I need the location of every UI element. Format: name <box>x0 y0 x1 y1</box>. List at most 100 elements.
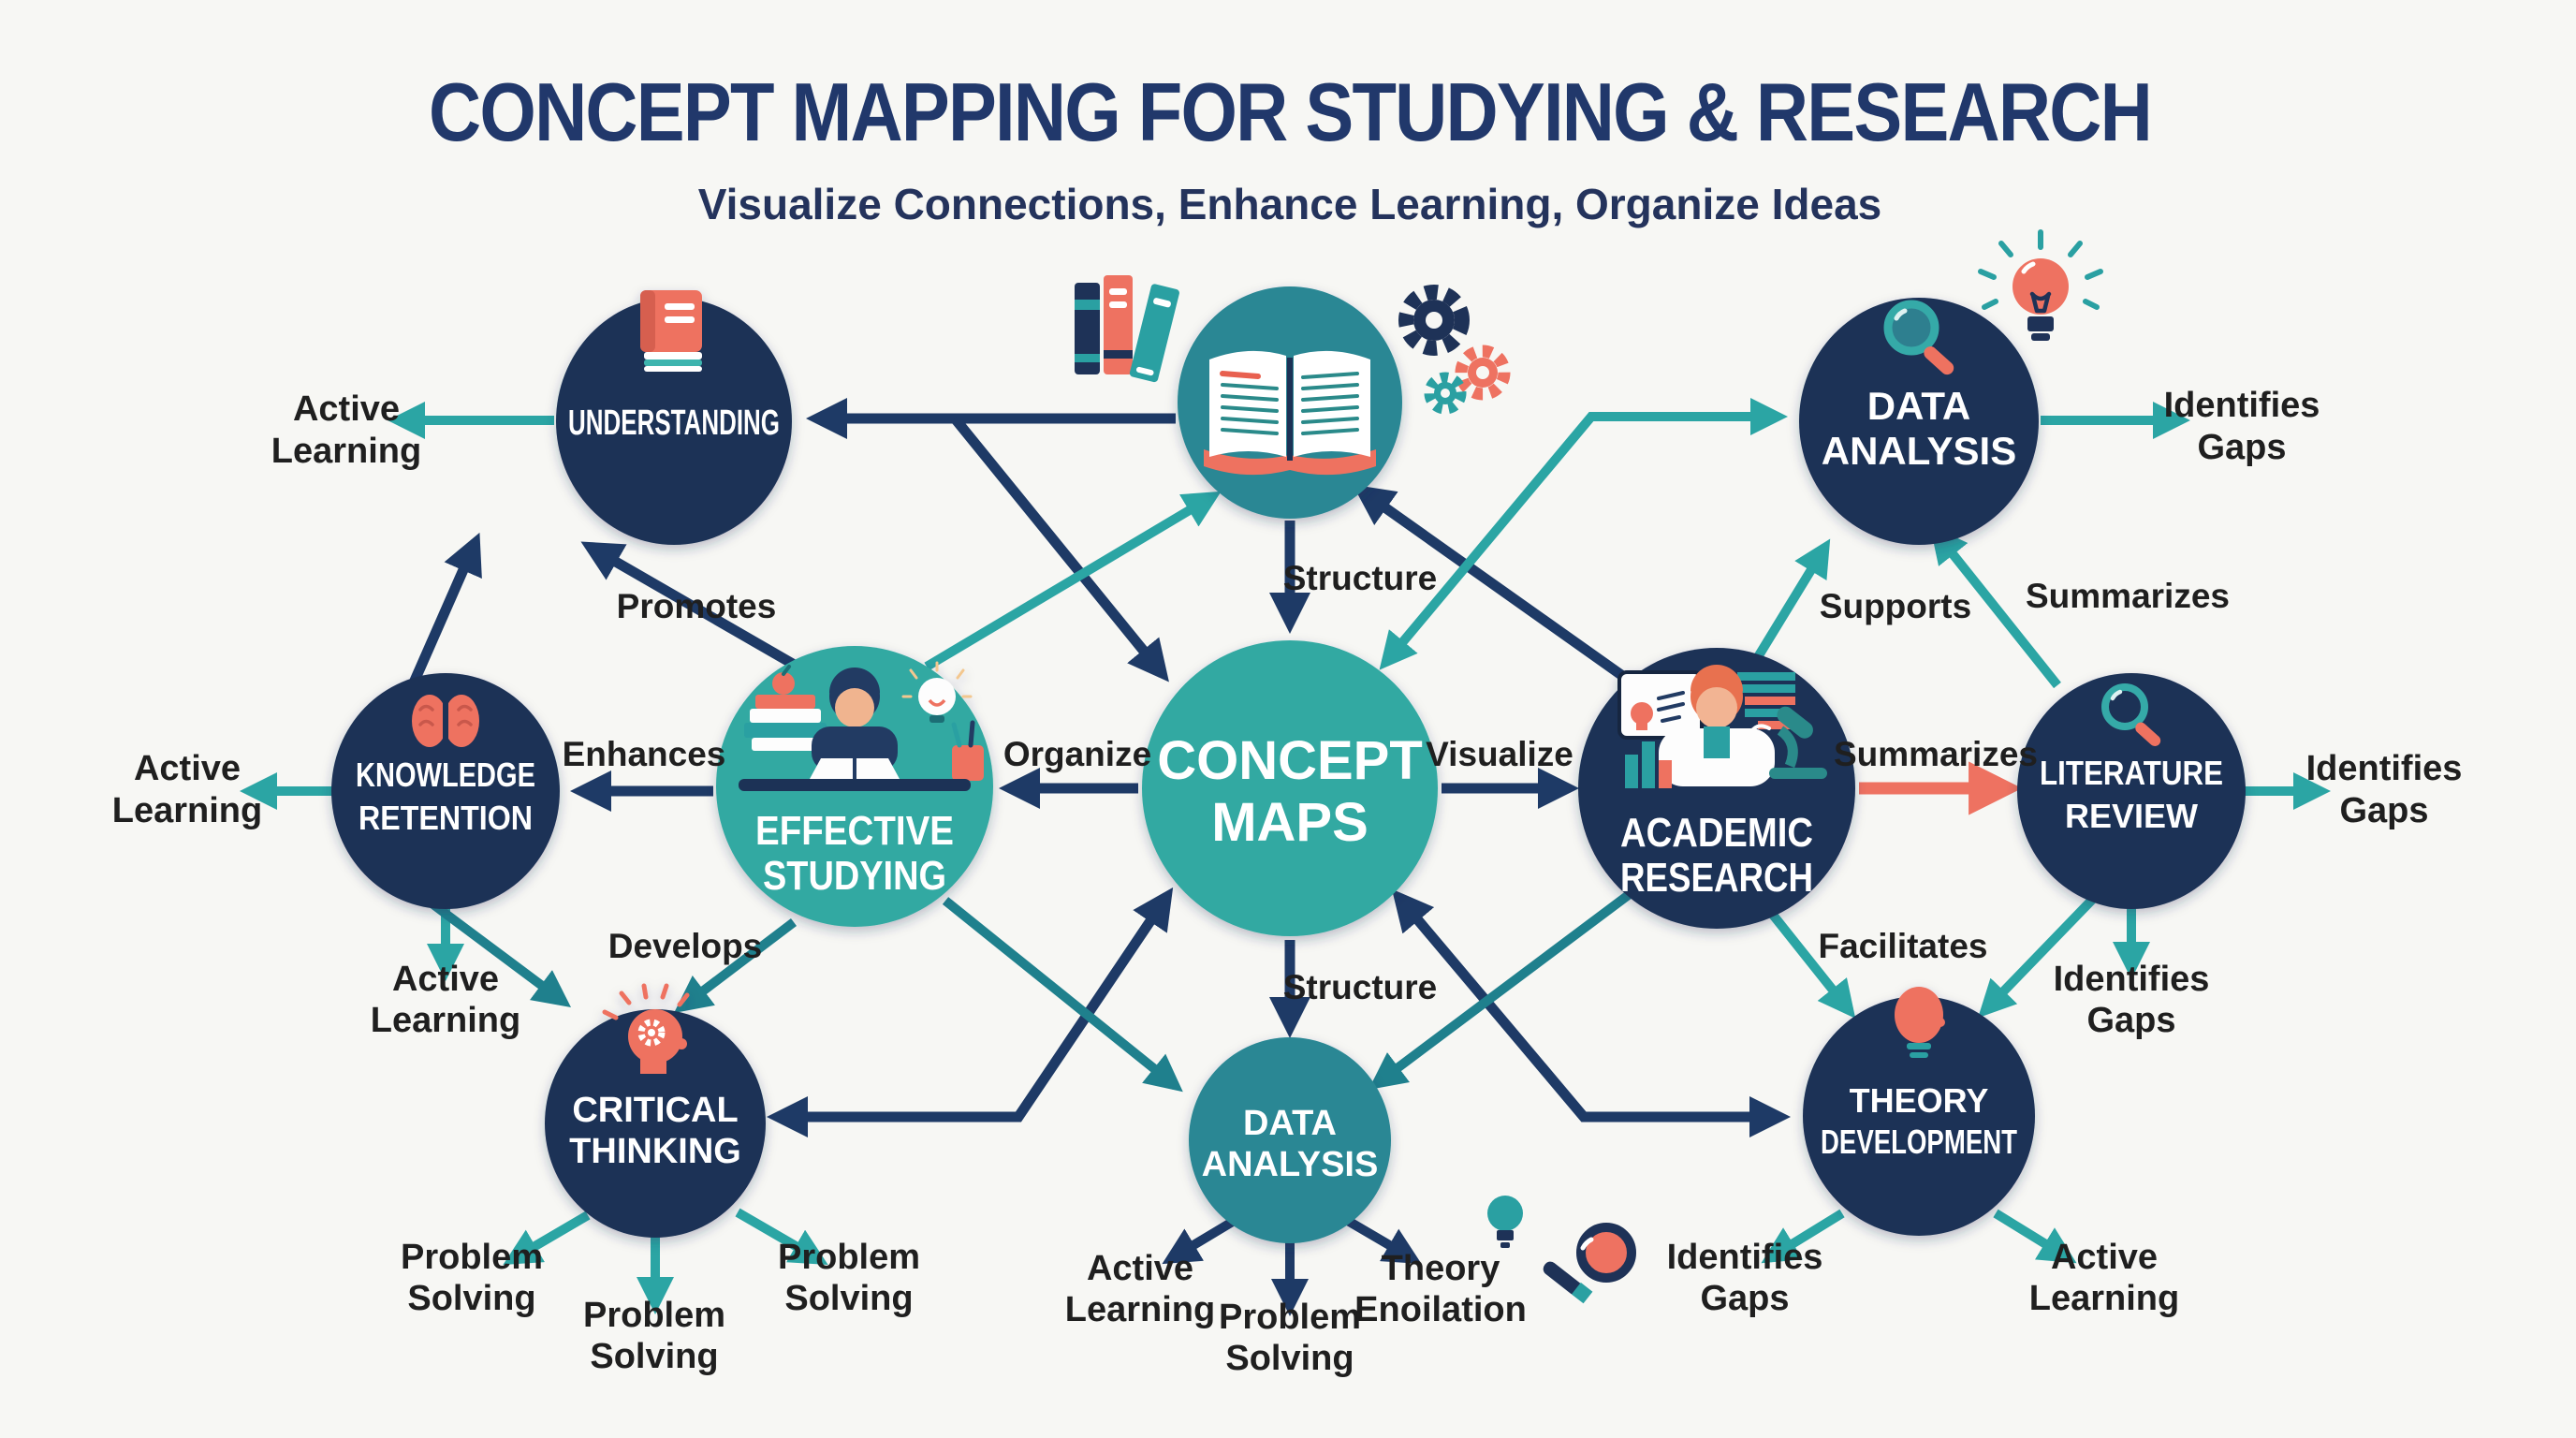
label-promotes: Promotes <box>617 587 777 625</box>
edge-facilitates <box>1758 897 1856 1019</box>
brain-icon <box>412 695 479 747</box>
label-problem-solving: Solving <box>407 1279 535 1318</box>
node-understanding: UNDERSTANDING <box>556 290 792 545</box>
edge-critical-problem-left <box>503 1211 591 1266</box>
edge-research-to-data-bottom <box>1368 887 1636 1090</box>
label-theory-enoilation: Enoilation <box>1354 1290 1527 1329</box>
node-label: EFFECTIVE <box>755 808 954 854</box>
label-active-learning: Active <box>134 749 241 788</box>
node-label: KNOWLEDGE <box>356 756 535 794</box>
head-bulb-icon <box>1895 987 1945 1058</box>
lightbulb-icon <box>1978 229 2103 341</box>
student-studying-icon <box>739 661 984 791</box>
node-label: RETENTION <box>359 799 533 837</box>
edge-junction-to-concept-maps <box>950 415 1169 682</box>
label-identifies-gaps: Identifies <box>2306 749 2463 788</box>
label-theory-enoilation: Theory <box>1382 1249 1500 1288</box>
node-label: UNDERSTANDING <box>568 404 780 443</box>
edge-studying-to-data-bottom <box>942 897 1183 1093</box>
edge-retention-to-critical <box>420 892 572 1007</box>
node-label: RESEARCH <box>1620 855 1813 901</box>
label-problem-solving: Problem <box>778 1238 920 1277</box>
magnifier-small-icon <box>1543 1223 1636 1304</box>
label-identifies-gaps: Gaps <box>1700 1279 1789 1318</box>
label-develops: Develops <box>608 927 763 965</box>
label-facilitates: Facilitates <box>1819 927 1988 965</box>
edge-concept-maps-theory-development <box>1391 888 1791 1137</box>
node-open-book <box>1178 286 1402 519</box>
node-label: THINKING <box>569 1132 741 1171</box>
edge-concept-maps-critical-thinking <box>767 887 1174 1137</box>
node-label: ACADEMIC <box>1620 810 1813 856</box>
node-literature-review: LITERATURE REVIEW <box>2017 673 2246 909</box>
node-label: DATA <box>1243 1104 1337 1143</box>
page-subtitle: Visualize Connections, Enhance Learning,… <box>698 180 1881 228</box>
label-active-learning: Active <box>392 960 499 999</box>
label-active-learning: Learning <box>1065 1290 1215 1329</box>
lightbulb-small-icon <box>1487 1196 1523 1248</box>
head-gear-icon <box>602 983 690 1074</box>
label-structure-bottom: Structure <box>1283 968 1437 1006</box>
label-active-learning: Active <box>1087 1249 1193 1288</box>
label-active-learning: Learning <box>371 1001 520 1040</box>
node-label: ANALYSIS <box>1202 1145 1379 1184</box>
node-label: CRITICAL <box>572 1091 738 1130</box>
edge-theory-identifies-gaps <box>1761 1209 1845 1264</box>
label-enhances: Enhances <box>563 735 726 773</box>
node-critical-thinking: CRITICAL THINKING <box>545 983 766 1238</box>
label-identifies-gaps: Gaps <box>2086 1001 2175 1040</box>
label-summarizes-mid: Summarizes <box>1834 735 2038 773</box>
node-data-analysis-top: DATA ANALYSIS <box>1799 298 2039 545</box>
node-label: CONCEPT <box>1157 730 1423 791</box>
label-active-learning: Active <box>2051 1238 2158 1277</box>
magnifier-icon <box>2101 683 2161 747</box>
open-book-icon <box>1204 350 1376 476</box>
label-active-learning: Active <box>293 389 400 429</box>
label-active-learning: Learning <box>271 432 421 471</box>
edge-summarizes-top <box>1929 525 2061 689</box>
label-problem-solving: Problem <box>583 1296 725 1335</box>
node-label: DATA <box>1867 384 1970 428</box>
label-identifies-gaps: Gaps <box>2339 791 2428 830</box>
edges <box>240 398 2331 1316</box>
label-problem-solving: Solving <box>590 1337 718 1376</box>
edge-retention-to-understanding <box>399 532 482 707</box>
node-label: REVIEW <box>2065 797 2198 835</box>
books-stack-icon <box>1075 275 1179 383</box>
edge-literature-to-theory <box>1978 893 2099 1019</box>
label-identifies-gaps: Gaps <box>2197 428 2286 467</box>
edge-promotes <box>580 541 800 671</box>
page-title: CONCEPT MAPPING FOR STUDYING & RESEARCH <box>429 66 2151 158</box>
magnifier-icon <box>1883 300 1954 375</box>
node-label: DEVELOPMENT <box>1821 1123 2017 1161</box>
label-identifies-gaps: Identifies <box>2164 386 2320 425</box>
label-active-learning: Learning <box>2029 1279 2179 1318</box>
label-active-learning: Learning <box>112 791 262 830</box>
gears-icon <box>1398 285 1511 415</box>
edge-theory-active-learning <box>1993 1209 2077 1264</box>
node-theory-development: THEORY DEVELOPMENT <box>1803 987 2035 1236</box>
book-icon <box>640 290 702 372</box>
researcher-icon <box>1617 665 1827 788</box>
label-visualize: Visualize <box>1426 735 1573 773</box>
node-label: STUDYING <box>763 853 946 899</box>
label-problem-solving: Problem <box>1219 1298 1361 1337</box>
node-label: ANALYSIS <box>1822 429 2017 473</box>
label-problem-solving: Problem <box>401 1238 543 1277</box>
label-problem-solving: Solving <box>784 1279 913 1318</box>
label-structure-top: Structure <box>1283 559 1437 597</box>
label-problem-solving: Solving <box>1225 1339 1354 1378</box>
edge-concept-maps-data-analysis-top <box>1379 398 1788 670</box>
label-summarizes-top: Summarizes <box>2026 577 2230 615</box>
node-data-analysis-bottom: DATA ANALYSIS <box>1189 1037 1391 1243</box>
edge-critical-problem-right <box>735 1208 828 1266</box>
node-label: LITERATURE <box>2040 754 2223 792</box>
outcome-labels: Active Learning Identifies Gaps Active L… <box>112 386 2463 1378</box>
node-effective-studying: EFFECTIVE STUDYING <box>716 646 993 927</box>
edge-develops <box>674 918 798 1014</box>
label-identifies-gaps: Identifies <box>2054 960 2210 999</box>
node-academic-research: ACADEMIC RESEARCH <box>1578 648 1855 929</box>
node-label: THEORY <box>1850 1081 1989 1120</box>
label-organize: Organize <box>1003 735 1151 773</box>
